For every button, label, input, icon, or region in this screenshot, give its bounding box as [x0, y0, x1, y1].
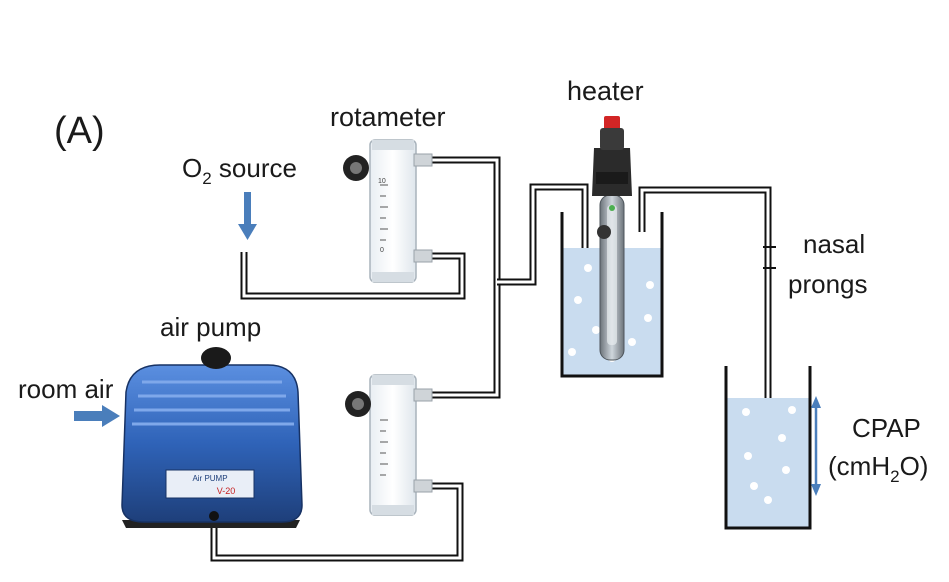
tubing [210, 156, 776, 562]
nasal-label: nasal [803, 229, 865, 259]
rotameter-top: 10 0 [343, 139, 433, 283]
o2-source-label: O2 source [182, 153, 297, 188]
heater-label: heater [567, 76, 644, 106]
prongs-label: prongs [788, 269, 868, 299]
pump-outlet-icon [209, 511, 219, 521]
scale-bottom-mark: 0 [380, 247, 384, 254]
cpap-label: CPAP [852, 413, 921, 443]
room-air-label: room air [18, 374, 114, 404]
scale-top-mark: 10 [378, 178, 386, 185]
heater-dial-icon [604, 116, 620, 130]
o2-inflow-arrow [238, 192, 257, 240]
rotameter-label: rotameter [330, 102, 446, 132]
pump-model-mark: V-20 [217, 486, 236, 496]
rotameter-bottom [345, 374, 433, 516]
air-pump-label: air pump [160, 312, 261, 342]
air-pump: Air PUMP V-20 [121, 347, 303, 528]
panel-label: (A) [54, 110, 105, 152]
heater-device [592, 116, 632, 361]
pump-cap-icon [201, 347, 231, 369]
room-air-arrow [74, 405, 120, 427]
pump-brand-mark: Air PUMP [192, 474, 227, 483]
cpap-water-column [724, 366, 821, 530]
cpap-unit-label: (cmH2O) [828, 451, 928, 486]
